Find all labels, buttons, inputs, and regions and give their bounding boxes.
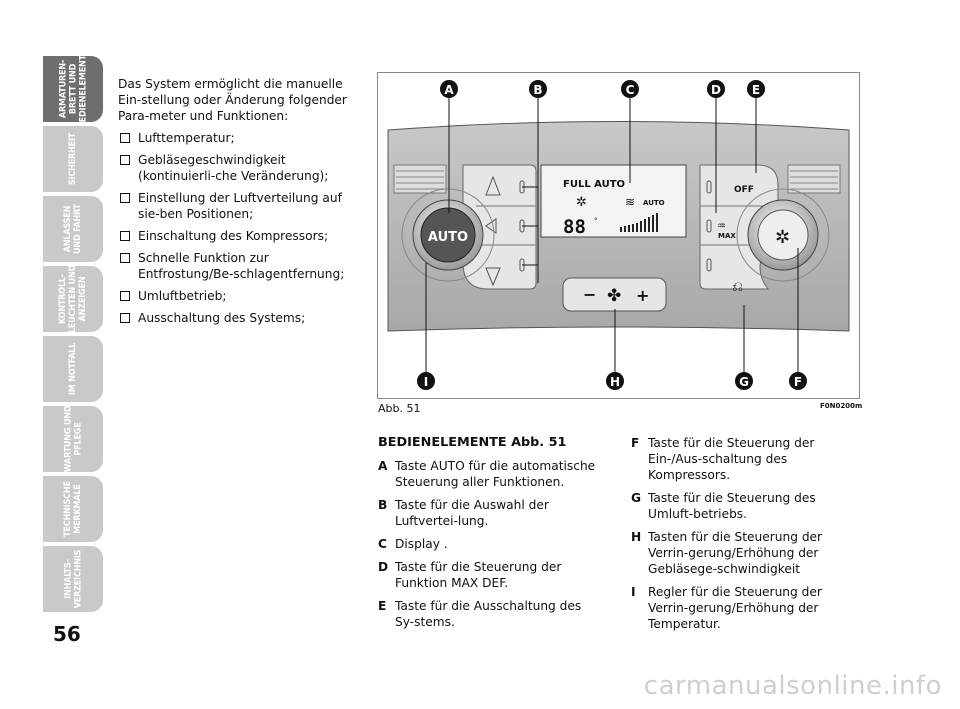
svg-text:G: G (739, 375, 749, 389)
fan-level-bars (620, 213, 658, 232)
list-item: Schnelle Funktion zur Entfrostung/Be-sch… (118, 250, 358, 282)
list-item: Gebläsegeschwindigkeit (kontinuierli-che… (118, 152, 358, 184)
svg-text:−: − (583, 285, 596, 304)
right-vent (787, 164, 841, 194)
figure-code: F0N0200m (820, 402, 863, 410)
checkbox-icon (120, 155, 130, 165)
svg-text:F: F (794, 375, 802, 389)
list-item: Einschaltung des Kompressors; (118, 228, 358, 244)
climate-panel-illustration: AUTO FULL AUTO ✲ AUTO ≋ 88 ° − ✤ + (387, 80, 850, 390)
figure-climate-panel: AUTO FULL AUTO ✲ AUTO ≋ 88 ° − ✤ + (377, 72, 860, 399)
svg-text:AUTO: AUTO (428, 230, 468, 245)
callout-d: D (707, 80, 725, 98)
svg-text:C: C (626, 83, 635, 97)
svg-text:D: D (711, 83, 721, 97)
watermark: carmanualsonline.info (643, 671, 942, 701)
callout-e: E (747, 80, 765, 98)
callout-a: A (440, 80, 458, 98)
intro-section: Das System ermöglicht die manuelle Ein-s… (118, 76, 358, 332)
list-item: Umluftbetrieb; (118, 288, 358, 304)
intro-paragraph: Das System ermöglicht die manuelle Ein-s… (118, 77, 347, 123)
checkbox-icon (120, 291, 130, 301)
left-vent (393, 164, 447, 194)
list-item: Ausschaltung des Systems; (118, 310, 358, 326)
tab-technische-merkmale[interactable]: TECHNISCHE MERKMALE (43, 476, 103, 542)
tab-kontrollleuchten[interactable]: KONTROLL- LEUCHTEN UND ANZEIGEN (43, 265, 103, 333)
air-down-icon[interactable] (485, 267, 501, 287)
tab-sicherheit[interactable]: SICHERHEIT (43, 126, 103, 192)
compressor-knob[interactable]: ✲ (736, 188, 830, 282)
max-def-button[interactable]: MAX (718, 232, 736, 240)
callout-g: G (735, 372, 753, 390)
svg-text:E: E (752, 83, 760, 97)
air-up-icon[interactable] (485, 175, 501, 196)
svg-text:+: + (636, 286, 649, 305)
auto-knob[interactable]: AUTO (401, 188, 495, 282)
off-button[interactable]: OFF (734, 185, 754, 195)
defrost-icon: ♒ (717, 221, 726, 232)
fan-icon: ✤ (607, 286, 621, 306)
svg-text:I: I (424, 375, 428, 389)
display-screen: FULL AUTO ✲ AUTO ≋ 88 ° (540, 164, 687, 238)
svg-text:AUTO: AUTO (643, 199, 665, 207)
checkbox-icon (120, 253, 130, 263)
airflow-icon: ≋ (625, 195, 635, 209)
list-item: Einstellung der Luftverteilung auf sie-b… (118, 190, 358, 222)
svg-text:A: A (444, 83, 454, 97)
callout-b: B (529, 80, 547, 98)
svg-text:°: ° (594, 217, 598, 225)
svg-text:B: B (533, 83, 542, 97)
checkbox-icon (120, 313, 130, 323)
svg-text:H: H (610, 375, 620, 389)
tab-im-notfall[interactable]: IM NOTFALL (43, 336, 103, 402)
checkbox-icon (120, 133, 130, 143)
callout-c: C (621, 80, 639, 98)
svg-text:88: 88 (563, 216, 586, 238)
tab-anlassen[interactable]: ANLASSEN UND FAHRT (43, 196, 103, 262)
checkbox-icon (120, 231, 130, 241)
list-item: Lufttemperatur; (118, 130, 358, 146)
page-number: 56 (53, 622, 81, 646)
checkbox-icon (120, 193, 130, 203)
fan-speed-control[interactable]: − ✤ + (562, 277, 667, 312)
section-heading: BEDIENELEMENTE Abb. 51 (378, 435, 567, 450)
compressor-snowflake-icon: ✲ (775, 227, 790, 248)
recirculation-icon[interactable]: ⎌ (732, 279, 743, 295)
callout-i: I (417, 372, 435, 390)
svg-text:FULL AUTO: FULL AUTO (563, 179, 625, 190)
tab-armaturenbrett[interactable]: ARMATUREN- BRETT UND BEDIENELEMENTE (43, 50, 103, 128)
figure-caption: Abb. 51 (378, 402, 421, 415)
tab-wartung[interactable]: WARTUNG UND PFLEGE (43, 406, 103, 472)
callout-f: F (789, 372, 807, 390)
callout-h: H (606, 372, 624, 390)
tab-inhaltsverzeichnis[interactable]: INHALTS- VERZEICHNIS (43, 546, 103, 612)
air-mid-icon[interactable] (485, 218, 497, 234)
snowflake-icon: ✲ (576, 195, 587, 210)
feature-list: Lufttemperatur; Gebläsegeschwindigkeit (… (118, 130, 358, 326)
